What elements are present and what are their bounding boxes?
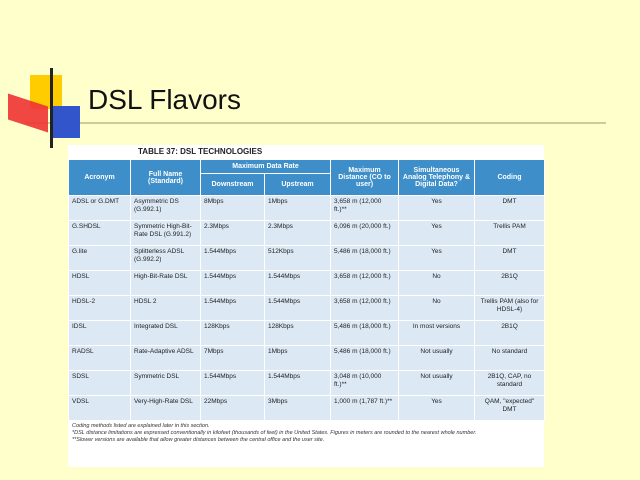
cell-upstream: 128Kbps: [264, 320, 331, 346]
cell-upstream: 1Mbps: [264, 195, 331, 221]
cell-distance: 5,486 m (18,000 ft.): [330, 345, 399, 371]
table-note: **Slower versions are available that all…: [72, 437, 325, 443]
header-downstream: Downstream: [200, 173, 265, 196]
cell-acronym: HDSL-2: [68, 295, 131, 321]
cell-coding: 2B1Q: [474, 320, 545, 346]
cell-upstream: 1.544Mbps: [264, 370, 331, 396]
cell-full-name: High-Bit-Rate DSL: [130, 270, 201, 296]
cell-distance: 3,658 m (12,000 ft.): [330, 270, 399, 296]
cell-downstream: 8Mbps: [200, 195, 265, 221]
cell-upstream: 2.3Mbps: [264, 220, 331, 246]
cell-simultaneous: Yes: [398, 245, 475, 271]
slide-title: DSL Flavors: [88, 84, 242, 115]
cell-downstream: 1.544Mbps: [200, 270, 265, 296]
cell-coding: No standard: [474, 345, 545, 371]
cell-full-name: Splitterless ADSL (G.992.2): [130, 245, 201, 271]
table-note: *DSL distance limitations are expressed …: [72, 430, 477, 436]
cell-upstream: 3Mbps: [264, 395, 331, 421]
table-caption: TABLE 37: DSL TECHNOLOGIES: [138, 147, 263, 156]
table-note: Coding methods listed are explained late…: [72, 423, 210, 429]
cell-downstream: 128Kbps: [200, 320, 265, 346]
cell-downstream: 2.3Mbps: [200, 220, 265, 246]
cell-distance: 5,486 m (18,000 ft.): [330, 245, 399, 271]
title-underline: [26, 122, 606, 124]
decor-blue-square: [52, 106, 80, 138]
cell-simultaneous: Yes: [398, 395, 475, 421]
cell-full-name: Rate-Adaptive ADSL: [130, 345, 201, 371]
cell-full-name: Asymmetric DS (G.992.1): [130, 195, 201, 221]
cell-acronym: IDSL: [68, 320, 131, 346]
cell-distance: 6,096 m (20,000 ft.): [330, 220, 399, 246]
cell-acronym: RADSL: [68, 345, 131, 371]
cell-downstream: 22Mbps: [200, 395, 265, 421]
header-full-name: Full Name (Standard): [130, 159, 201, 196]
cell-distance: 3,658 m (12,000 ft.)**: [330, 195, 399, 221]
cell-full-name: HDSL 2: [130, 295, 201, 321]
header-max-rate: Maximum Data Rate: [200, 159, 331, 174]
cell-acronym: SDSL: [68, 370, 131, 396]
cell-simultaneous: Yes: [398, 220, 475, 246]
cell-distance: 3,048 m (10,000 ft.)**: [330, 370, 399, 396]
cell-acronym: ADSL or G.DMT: [68, 195, 131, 221]
cell-coding: 2B1Q: [474, 270, 545, 296]
decor-vertical-line: [50, 68, 53, 148]
cell-coding: QAM, "expected" DMT: [474, 395, 545, 421]
cell-full-name: Integrated DSL: [130, 320, 201, 346]
cell-full-name: Very-High-Rate DSL: [130, 395, 201, 421]
cell-coding: DMT: [474, 245, 545, 271]
cell-downstream: 1.544Mbps: [200, 245, 265, 271]
cell-simultaneous: No: [398, 270, 475, 296]
dsl-table-image: TABLE 37: DSL TECHNOLOGIES Acronym Full …: [68, 145, 545, 467]
cell-upstream: 1Mbps: [264, 345, 331, 371]
cell-simultaneous: In most versions: [398, 320, 475, 346]
header-coding: Coding: [474, 159, 545, 196]
cell-downstream: 7Mbps: [200, 345, 265, 371]
cell-acronym: G.SHDSL: [68, 220, 131, 246]
header-upstream: Upstream: [264, 173, 331, 196]
cell-distance: 1,000 m (1,787 ft.)**: [330, 395, 399, 421]
table-notes: Coding methods listed are explained late…: [68, 421, 544, 446]
cell-distance: 5,486 m (18,000 ft.): [330, 320, 399, 346]
cell-downstream: 1.544Mbps: [200, 370, 265, 396]
cell-simultaneous: Not usually: [398, 345, 475, 371]
header-max-distance: Maximum Distance (CO to user): [330, 159, 399, 196]
cell-upstream: 1.544Mbps: [264, 270, 331, 296]
cell-acronym: HDSL: [68, 270, 131, 296]
cell-acronym: VDSL: [68, 395, 131, 421]
cell-coding: 2B1Q, CAP, no standard: [474, 370, 545, 396]
header-simultaneous: Simultaneous Analog Telephony & Digital …: [398, 159, 475, 196]
cell-coding: Trellis PAM (also for HDSL-4): [474, 295, 545, 321]
cell-simultaneous: No: [398, 295, 475, 321]
cell-simultaneous: Yes: [398, 195, 475, 221]
header-acronym: Acronym: [68, 159, 131, 196]
cell-coding: Trellis PAM: [474, 220, 545, 246]
cell-upstream: 1.544Mbps: [264, 295, 331, 321]
cell-downstream: 1.544Mbps: [200, 295, 265, 321]
cell-upstream: 512Kbps: [264, 245, 331, 271]
cell-distance: 3,658 m (12,000 ft.): [330, 295, 399, 321]
cell-simultaneous: Not usually: [398, 370, 475, 396]
cell-full-name: Symmetric High-Bit-Rate DSL (G.991.2): [130, 220, 201, 246]
cell-coding: DMT: [474, 195, 545, 221]
cell-full-name: Symmetric DSL: [130, 370, 201, 396]
cell-acronym: G.lite: [68, 245, 131, 271]
dsl-technologies-table: Acronym Full Name (Standard) Maximum Dat…: [68, 159, 545, 421]
